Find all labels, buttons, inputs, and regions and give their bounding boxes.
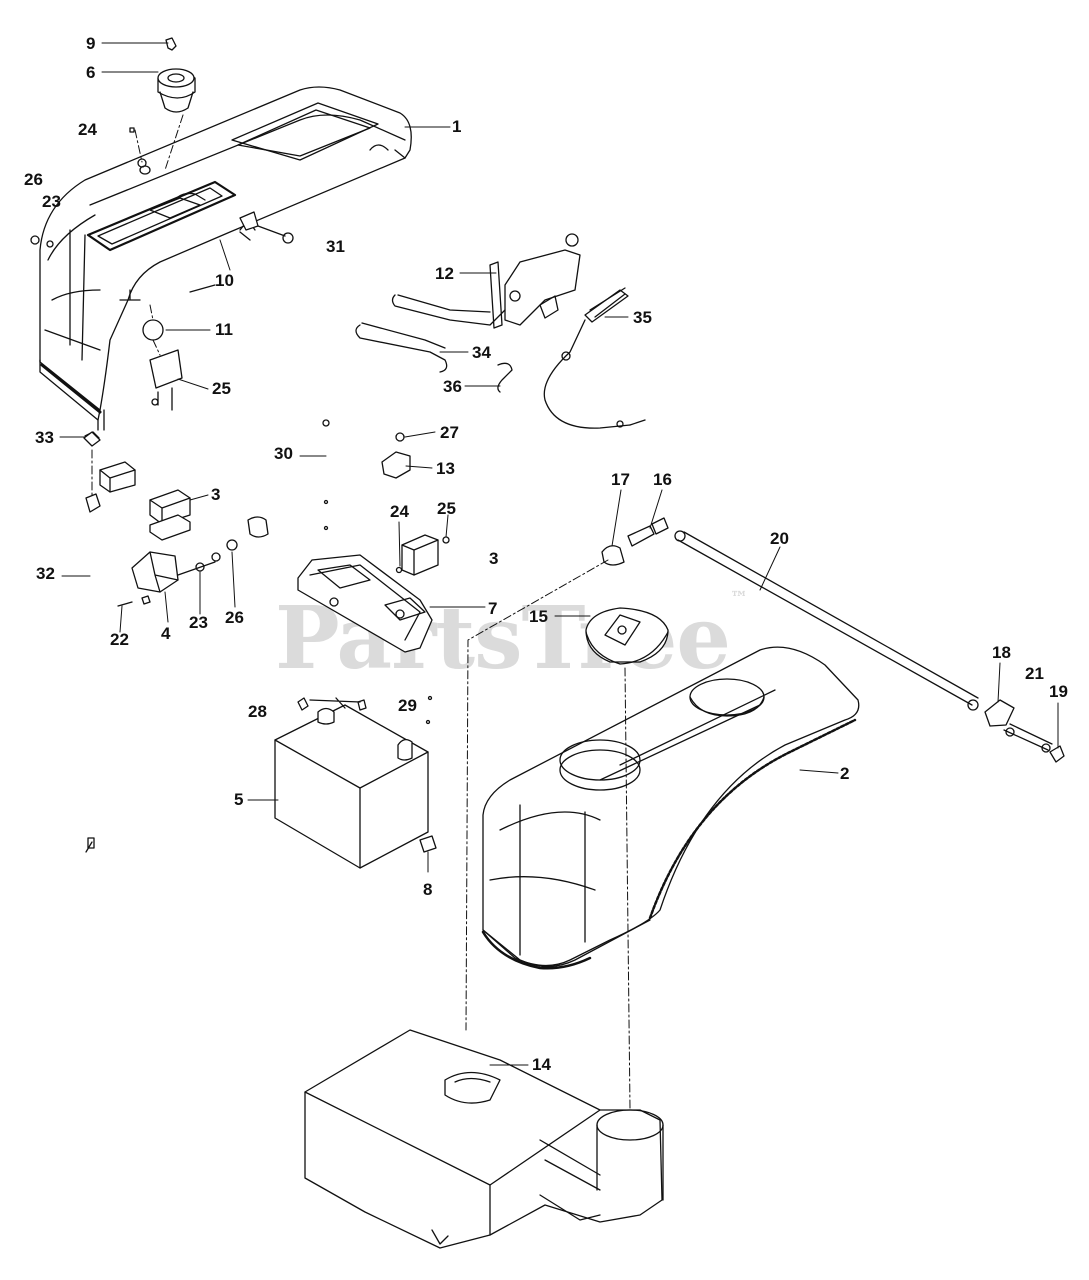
part-9-key [165,37,177,51]
part-18-filter [984,699,1053,753]
callout-26-mid: 26 [225,608,244,627]
callout-36: 36 [443,377,462,396]
part-4-switch [117,516,269,607]
callout-28: 28 [248,702,267,721]
part-20-fuel-hose [674,530,979,711]
callout-22: 22 [110,630,129,649]
callout-34: 34 [472,343,491,362]
callout-13: 13 [436,459,455,478]
callout-19: 19 [1049,682,1068,701]
callout-25-mid: 25 [437,499,456,518]
callout-24-top: 24 [78,120,97,139]
callout-6: 6 [86,63,96,82]
callout-29: 29 [398,696,417,715]
part-11-knob [142,319,164,341]
callout-35: 35 [633,308,652,327]
part-12-lever-bracket [489,233,581,329]
callout-23-top: 23 [42,192,61,211]
callout-11: 11 [215,320,233,339]
part-36-clip [497,362,513,393]
callout-14: 14 [532,1055,551,1074]
part-34-handle-lever [355,294,506,373]
part-14-fuel-tank [304,1029,664,1249]
part-1-console-cover [39,86,412,431]
callout-2: 2 [840,764,850,783]
callout-20: 20 [770,529,789,548]
leader-lines [59,42,1059,1066]
callout-15: 15 [529,607,548,626]
part-15-fuel-cap [585,607,669,665]
callout-17: 17 [611,470,630,489]
part-19-clamp [1049,745,1065,763]
callout-23-mid: 23 [189,613,208,632]
callout-33: 33 [35,428,54,447]
callout-5: 5 [234,790,244,809]
part-31-bolt [239,211,294,244]
callout-30: 30 [274,444,293,463]
callout-26-top: 26 [24,170,43,189]
callout-8: 8 [423,880,433,899]
callout-3-mid: 3 [489,549,499,568]
part-33-screw [83,431,101,447]
callout-25-left: 25 [212,379,231,398]
part-5-battery [274,695,437,869]
callout-18: 18 [992,643,1011,662]
part-16-fitting [627,517,669,547]
part-3-relay [85,461,191,541]
part-25-bracket-left [149,349,183,411]
part-13-bracket [322,419,411,531]
callout-32: 32 [36,564,55,583]
callout-27: 27 [440,423,459,442]
callout-24-mid: 24 [390,502,409,521]
callout-7: 7 [488,599,498,618]
callout-10: 10 [215,271,234,290]
callout-3-left: 3 [211,485,221,504]
callout-31: 31 [326,237,345,256]
part-6-ignition-switch [157,68,196,113]
callout-9: 9 [86,34,96,53]
callout-12: 12 [435,264,454,283]
callout-16: 16 [653,470,672,489]
callout-4: 4 [161,624,171,643]
callout-1: 1 [452,117,462,136]
part-24-25-switch-block [395,534,450,576]
callout-21: 21 [1025,664,1044,683]
part-2-body-shell [481,646,860,970]
alignment-centerlines [91,114,631,1109]
part-7-tray [297,554,433,653]
part-35-cable [543,287,646,429]
